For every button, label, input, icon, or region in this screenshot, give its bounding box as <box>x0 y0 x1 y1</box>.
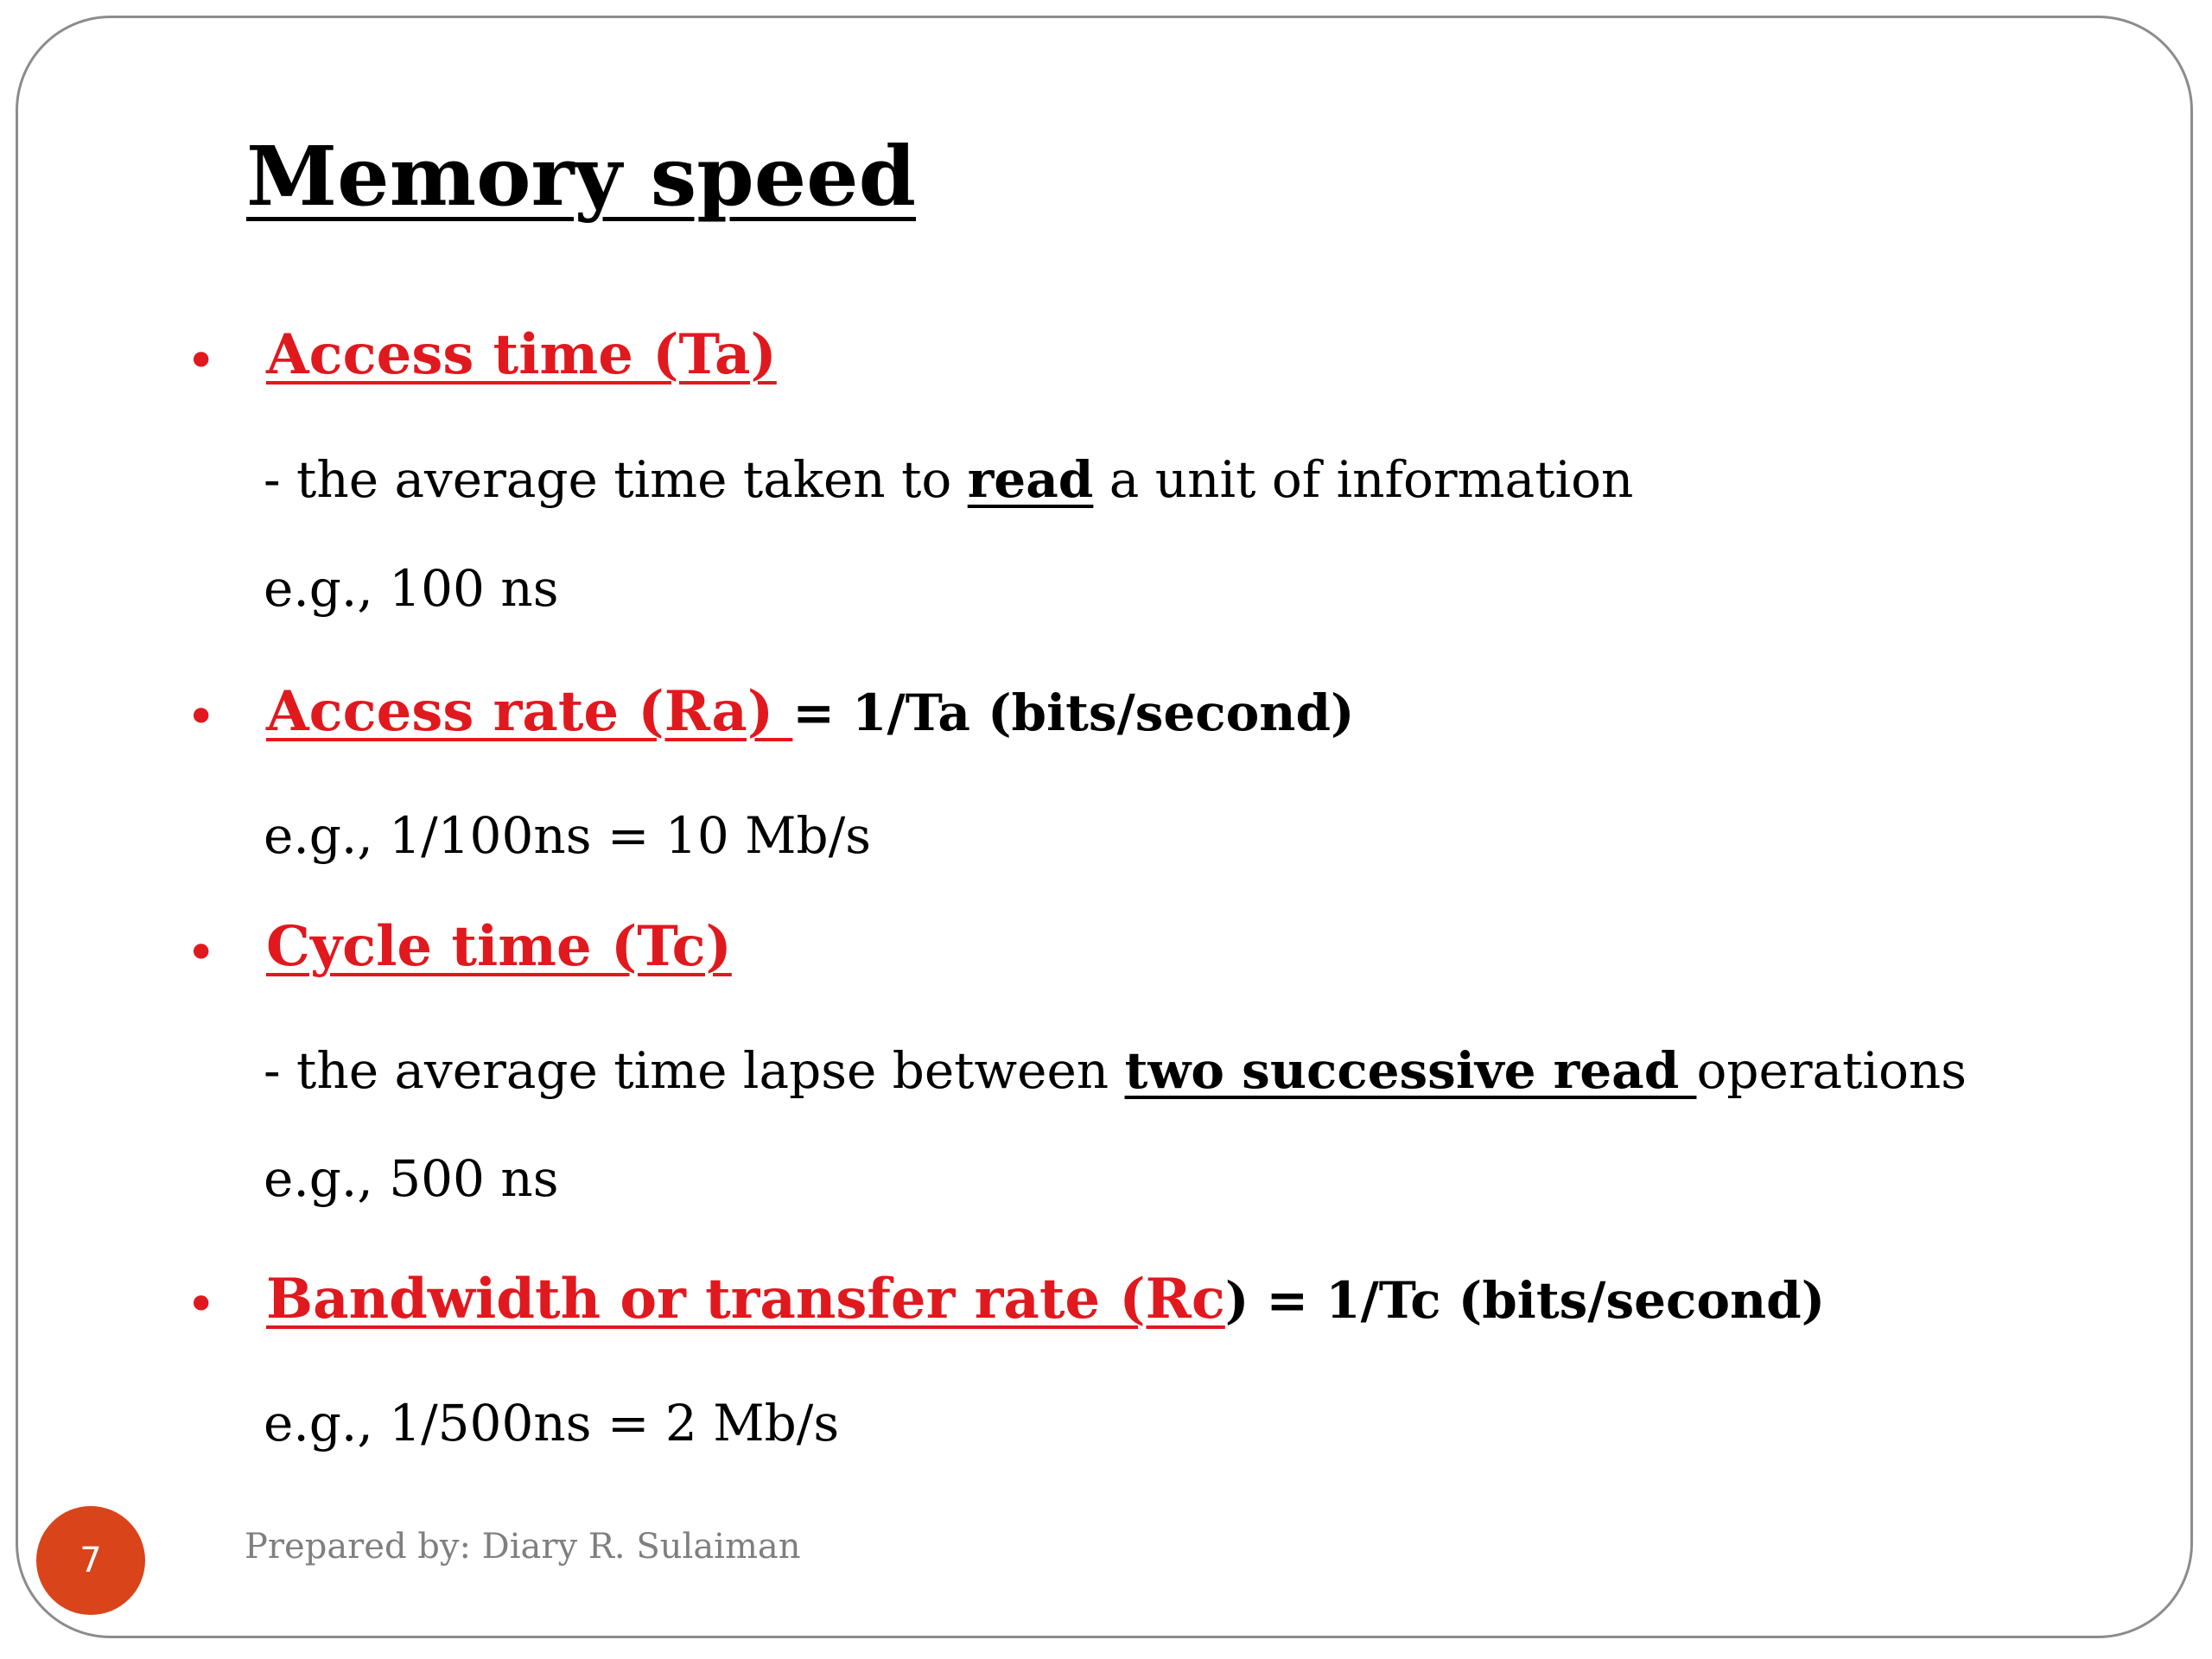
access-time-heading: Access time (Ta) <box>266 322 777 389</box>
bandwidth-formula: ) = 1/Tc (bits/second) <box>1224 1271 1826 1330</box>
bullet-access-rate: • <box>186 687 217 747</box>
bandwidth-term: Bandwidth or transfer rate (Rc <box>266 1267 1225 1332</box>
bullet-bandwidth: • <box>186 1274 217 1335</box>
bandwidth-heading: Bandwidth or transfer rate (Rc) = 1/Tc (… <box>266 1267 1825 1333</box>
access-time-desc-after: a unit of information <box>1093 450 1634 509</box>
cycle-time-heading: Cycle time (Tc) <box>266 914 732 981</box>
page-number-badge: 7 <box>36 1506 145 1615</box>
access-rate-example: e.g., 1/100ns = 10 Mb/s <box>264 806 871 865</box>
bullet-access-time: • <box>186 331 217 391</box>
access-time-example: e.g., 100 ns <box>264 559 559 618</box>
access-time-desc-emphasis: read <box>967 450 1094 509</box>
access-time-desc-before: - the average time taken to <box>264 450 968 509</box>
access-time-term: Access time (Ta) <box>266 322 777 387</box>
slide-frame <box>16 16 2193 1638</box>
access-time-description: - the average time taken to read a unit … <box>264 450 1633 511</box>
slide-title: Memory speed <box>246 129 917 225</box>
footer-credit: Prepared by: Diary R. Sulaiman <box>245 1527 801 1567</box>
cycle-time-description: - the average time lapse between two suc… <box>264 1041 1967 1102</box>
cycle-time-desc-emphasis: two successive read <box>1124 1041 1697 1100</box>
access-rate-term: Access rate (Ra) <box>266 679 793 744</box>
bandwidth-example: e.g., 1/500ns = 2 Mb/s <box>264 1394 840 1452</box>
access-rate-heading: Access rate (Ra) = 1/Ta (bits/second) <box>266 679 1354 746</box>
cycle-time-term: Cycle time (Tc) <box>266 914 732 979</box>
access-rate-formula: = 1/Ta (bits/second) <box>792 683 1355 742</box>
cycle-time-desc-after: operations <box>1696 1041 1967 1100</box>
bullet-cycle-time: • <box>186 923 217 983</box>
cycle-time-desc-before: - the average time lapse between <box>264 1041 1125 1100</box>
cycle-time-example: e.g., 500 ns <box>264 1149 559 1208</box>
